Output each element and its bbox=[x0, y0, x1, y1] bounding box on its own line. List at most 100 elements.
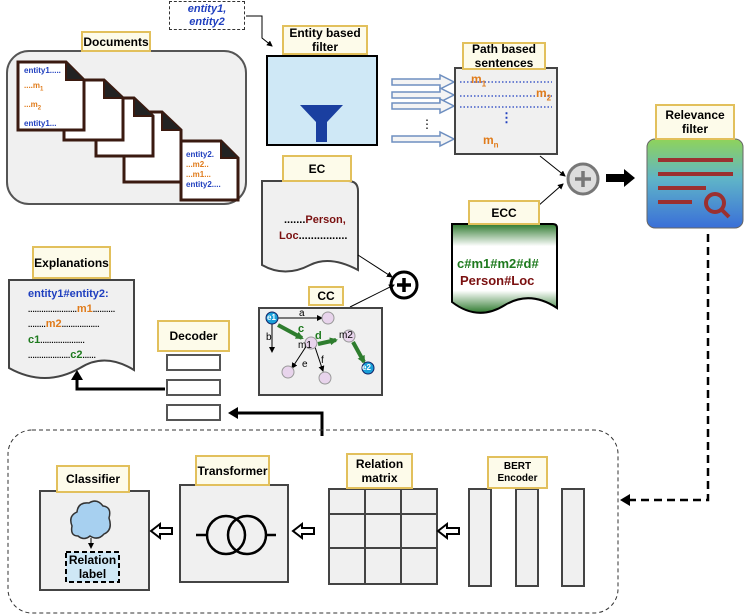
cc-edge-d: d bbox=[315, 330, 322, 342]
decoder-label: Decoder bbox=[157, 320, 230, 352]
decoder-block-3 bbox=[166, 404, 221, 421]
entity-filter-title-1: Entity based bbox=[289, 26, 361, 40]
document-search-icon bbox=[658, 158, 733, 219]
relation-matrix-grid bbox=[328, 488, 438, 585]
classifier-label: Classifier bbox=[56, 465, 130, 493]
exp4-suffix: .................... bbox=[40, 335, 85, 345]
ec-line-1: .......Person, bbox=[284, 214, 346, 226]
transformer-icon bbox=[196, 514, 276, 556]
documents-label: Documents bbox=[81, 31, 151, 52]
ec-loc: Loc bbox=[279, 230, 299, 242]
cloud-icon bbox=[70, 500, 111, 540]
exp3-value: m2 bbox=[45, 318, 62, 330]
cc-node-m2: m2 bbox=[339, 330, 353, 341]
path-mention-1: m1 bbox=[471, 72, 486, 88]
front-doc-text: entity1..... ....m1 ...m2 entity1... bbox=[24, 66, 61, 128]
path-mention-2: m2 bbox=[536, 86, 551, 102]
bert-layer-1 bbox=[468, 488, 492, 587]
ec-label: EC bbox=[282, 155, 352, 182]
front-doc-mention-2: ...m bbox=[24, 99, 38, 109]
ecc-title: ECC bbox=[491, 205, 517, 220]
decoder-block-2 bbox=[166, 379, 221, 396]
front-doc-line-3: ...m2 bbox=[24, 100, 61, 114]
ec-person: Person, bbox=[305, 214, 346, 226]
ec-prefix: ....... bbox=[284, 214, 306, 226]
explanations-text: entity1#entity2: ......................m… bbox=[28, 287, 115, 364]
explanations-title: Explanations bbox=[34, 255, 109, 270]
ec-title: EC bbox=[308, 161, 326, 176]
note-entity1: entity1, bbox=[187, 3, 227, 15]
path-title-1: Path based bbox=[471, 42, 537, 56]
cc-edge-f: f bbox=[321, 355, 324, 366]
relation-label-line-1: Relation bbox=[68, 553, 117, 567]
explanations-label: Explanations bbox=[32, 246, 111, 279]
path-m1-sub: 1 bbox=[481, 79, 487, 89]
model-container bbox=[7, 429, 619, 614]
relevance-title-1: Relevance bbox=[665, 108, 725, 122]
path-vdots-left: ⋮ bbox=[421, 117, 433, 131]
exp5-value: c2 bbox=[70, 349, 83, 361]
transformer-title: Transformer bbox=[197, 463, 268, 478]
front-doc-mention-1-sub: 1 bbox=[40, 86, 44, 93]
relevance-to-encoder-arrow bbox=[630, 234, 710, 502]
path-arrows bbox=[391, 73, 456, 148]
back-doc-line-1: entity2. bbox=[186, 150, 215, 159]
bert-title-2: Encoder bbox=[497, 472, 538, 484]
path-m2-sub: 2 bbox=[546, 93, 552, 103]
classifier-title: Classifier bbox=[65, 472, 121, 486]
cc-edge-b: b bbox=[266, 332, 272, 343]
exp3-suffix: ................. bbox=[61, 320, 100, 329]
back-doc-line-2: ...m2.. bbox=[186, 160, 209, 169]
exp2-suffix: .......... bbox=[92, 304, 116, 314]
cc-node-e2: e2 bbox=[362, 363, 371, 372]
funnel-icon bbox=[300, 105, 343, 142]
decoder-block-1 bbox=[166, 354, 221, 371]
explanation-line-2: ......................m1.......... bbox=[28, 302, 115, 318]
cc-title: CC bbox=[317, 289, 335, 303]
cc-edge-e: e bbox=[302, 359, 308, 370]
concept-graph bbox=[265, 311, 375, 385]
ec-box bbox=[261, 180, 359, 273]
entity-filter-title-2: filter bbox=[311, 40, 338, 54]
relation-label-line-2: label bbox=[78, 567, 107, 581]
back-doc-line-3: ...m1... bbox=[186, 170, 211, 179]
transformer-label: Transformer bbox=[195, 455, 270, 486]
entity-pair-note: entity1, entity2 bbox=[169, 1, 245, 30]
exp5-suffix: ...... bbox=[82, 351, 96, 360]
explanation-line-3: ........m2................. bbox=[28, 317, 115, 333]
cc-edge-a: a bbox=[299, 308, 305, 319]
cc-node-m1: m1 bbox=[298, 340, 312, 351]
cc-label: CC bbox=[308, 286, 344, 306]
front-doc-line-4: entity1... bbox=[24, 119, 57, 129]
front-doc-line-1: entity1..... bbox=[24, 66, 61, 75]
path-m2: m bbox=[536, 86, 547, 100]
path-mention-n: mn bbox=[483, 133, 499, 149]
model-flow-arrows bbox=[149, 521, 460, 541]
explanation-line-1: entity1#entity2: bbox=[28, 288, 109, 300]
exp2-prefix: ...................... bbox=[28, 304, 77, 314]
ec-line-2: Loc................ bbox=[279, 230, 347, 242]
ecc-line-1: c#m1#m2#d# bbox=[457, 256, 539, 271]
note-to-filter-arrow bbox=[246, 15, 273, 47]
cc-edge-c: c bbox=[298, 323, 305, 335]
decoder-to-explanations-arrow bbox=[75, 378, 165, 391]
front-doc-mention-2-sub: 2 bbox=[37, 105, 42, 112]
relation-matrix-title-2: matrix bbox=[361, 471, 398, 485]
ecc-label: ECC bbox=[468, 200, 540, 225]
ecc-line-2: Person#Loc bbox=[460, 273, 535, 288]
path-m1: m bbox=[471, 72, 482, 86]
relation-matrix-title-1: Relation bbox=[355, 457, 404, 471]
to-relevance-arrow bbox=[606, 169, 635, 187]
path-mn: m bbox=[483, 133, 494, 147]
model-to-decoder-arrow bbox=[238, 411, 324, 436]
documents-title: Documents bbox=[83, 34, 149, 49]
explanation-line-4: c1.................... bbox=[28, 333, 115, 349]
bert-layer-2 bbox=[515, 488, 539, 587]
